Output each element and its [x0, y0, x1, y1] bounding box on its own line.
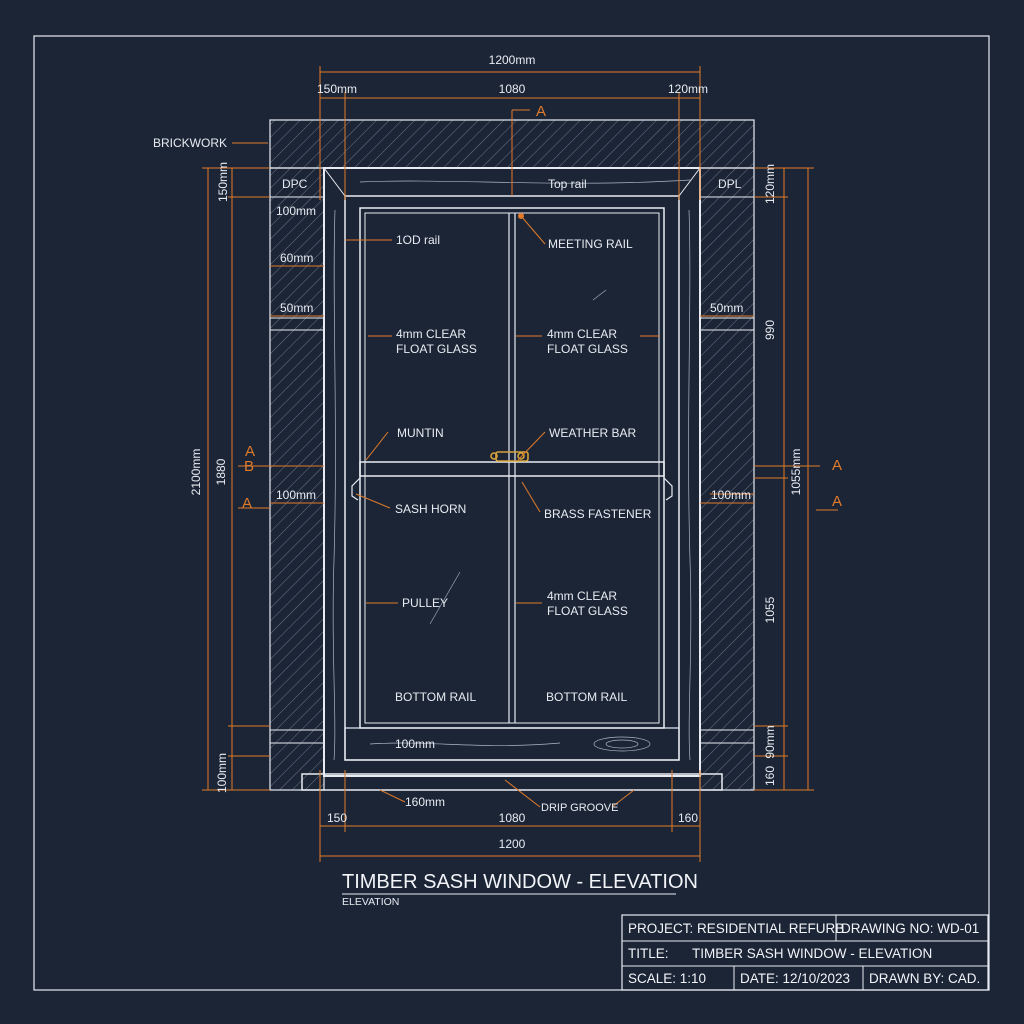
title-block: PROJECT: RESIDENTIAL REFURB DRAWING NO: … [621, 914, 989, 991]
label-glass-tr-2: FLOAT GLASS [547, 342, 628, 356]
label-glass-tl-2: FLOAT GLASS [396, 342, 477, 356]
label-sash-horn: SASH HORN [395, 502, 466, 516]
label-glass-tl-1: 4mm CLEAR [396, 327, 466, 341]
sheet-border [33, 35, 990, 991]
brickwork [269, 119, 755, 791]
label-glass-br-1: 4mm CLEAR [547, 589, 617, 603]
dim-bot-right: 160 [678, 811, 698, 825]
dim-top-mid: 1080 [499, 82, 526, 96]
tb-scale: SCALE: 1:10 [628, 971, 706, 986]
label-weather-bar: WEATHER BAR [549, 426, 636, 440]
drawing-subtitle: ELEVATION [342, 896, 399, 908]
dim-bot-overall: 1200 [499, 837, 526, 851]
dim-inner-100-bottom: 100mm [395, 737, 435, 751]
dim-bot-left: 150 [327, 811, 347, 825]
dim-left-inner: 1880 [214, 458, 228, 485]
label-meeting-rail: MEETING RAIL [548, 237, 633, 251]
label-top-rail: Top rail [548, 177, 587, 191]
tb-date: DATE: 12/10/2023 [740, 971, 850, 986]
brass-fastener-hardware [490, 213, 529, 462]
leader-lines [232, 142, 754, 808]
dimension-lines [202, 66, 838, 862]
section-mark-left-a1: A [245, 443, 255, 460]
dim-right-990: 990 [763, 320, 777, 340]
tb-project: PROJECT: RESIDENTIAL REFURB [628, 921, 844, 936]
dim-right-100: 100mm [711, 488, 751, 502]
section-markers: A A B A A A [242, 103, 842, 512]
dim-right-160: 160 [763, 766, 777, 786]
dim-right-lower: 1055 [763, 596, 777, 623]
dim-right-50: 50mm [710, 301, 743, 315]
label-tod-rail: 1OD rail [396, 233, 440, 247]
dim-sill-160: 160mm [405, 795, 445, 809]
label-dpc-left: DPC [282, 177, 308, 191]
dim-left-50: 50mm [280, 301, 313, 315]
dim-right-mid: 1055mm [789, 449, 803, 496]
label-brickwork: BRICKWORK [153, 136, 227, 150]
dim-left-100-mid: 100mm [276, 488, 316, 502]
dim-bot-mid: 1080 [499, 811, 526, 825]
window-frame [301, 167, 723, 791]
drawing-title: TIMBER SASH WINDOW - ELEVATION [342, 871, 698, 893]
section-mark-right-a1: A [832, 457, 842, 474]
label-dpc-right: DPL [718, 177, 742, 191]
section-mark-top: A [536, 103, 546, 120]
label-glass-tr-1: 4mm CLEAR [547, 327, 617, 341]
dim-left-150: 150mm [216, 162, 230, 202]
dim-top-right: 120mm [668, 82, 708, 96]
dim-left-60: 60mm [280, 251, 313, 265]
section-mark-left-b: B [244, 458, 254, 475]
section-mark-right-a2: A [832, 493, 842, 510]
label-drip-groove: DRIP GROOVE [541, 802, 618, 814]
tb-title-label: TITLE: [628, 946, 669, 961]
section-mark-left-a2: A [242, 495, 252, 512]
tb-drawing-no: DRAWING NO: WD-01 [841, 921, 979, 936]
dim-right-90: 90mm [763, 725, 777, 758]
dim-top-left: 150mm [317, 82, 357, 96]
tb-title-value: TIMBER SASH WINDOW - ELEVATION [692, 946, 932, 961]
label-bottom-rail-left: BOTTOM RAIL [395, 690, 476, 704]
label-bottom-rail-right: BOTTOM RAIL [546, 690, 627, 704]
label-brass-fastener: BRASS FASTENER [544, 507, 652, 521]
label-muntin: MUNTIN [397, 426, 444, 440]
dimension-text: 1200mm 150mm 1080 120mm 150mm 100mm 60mm… [189, 53, 803, 851]
dim-left-bottom: 100mm [215, 753, 229, 793]
dim-left-total: 2100mm [189, 449, 203, 496]
annotations: BRICKWORK DPC DPL Top rail 1OD rail MEET… [153, 136, 742, 814]
label-glass-br-2: FLOAT GLASS [547, 604, 628, 618]
dim-right-top: 120mm [763, 164, 777, 204]
dim-left-100-top: 100mm [276, 204, 316, 218]
label-pulley: PULLEY [402, 596, 448, 610]
tb-drawn-by: DRAWN BY: CAD. [869, 971, 980, 986]
dim-top-overall: 1200mm [489, 53, 536, 67]
